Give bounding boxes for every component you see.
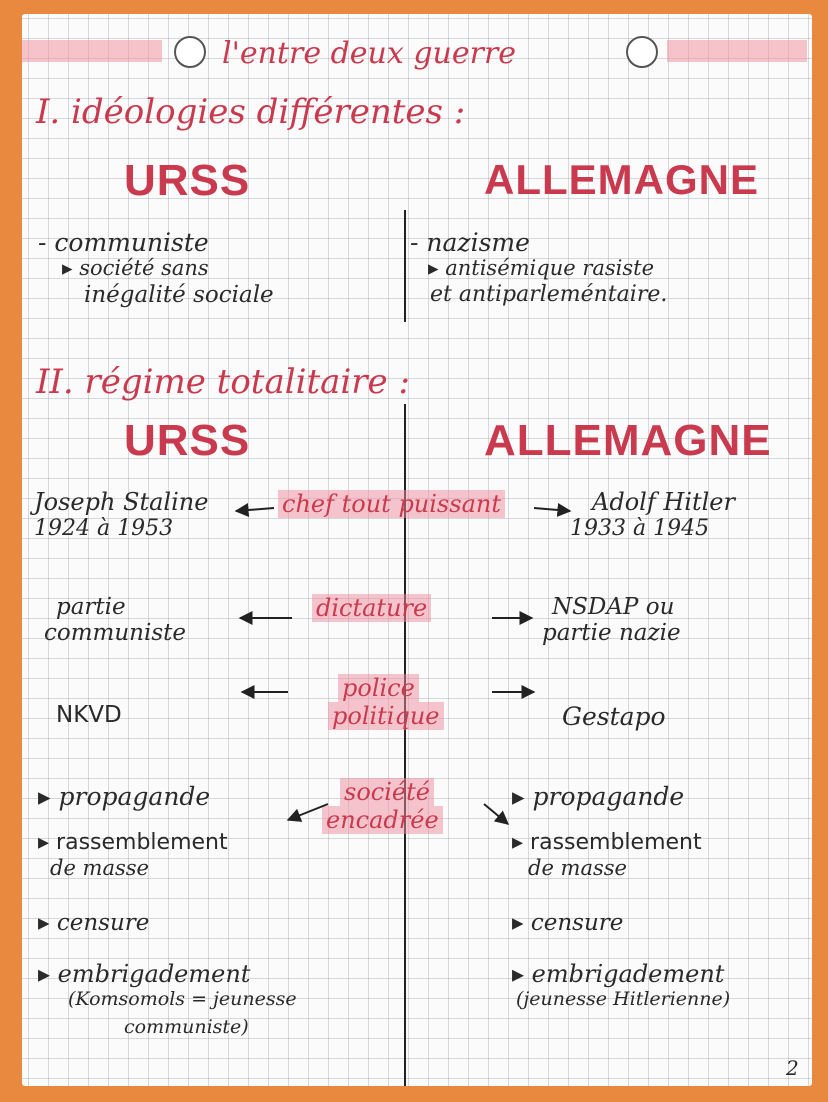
societe-center-line2: encadrée xyxy=(322,806,443,834)
chef-left-name: Joseph Staline xyxy=(34,488,209,516)
section1-left-line3: inégalité sociale xyxy=(84,282,274,308)
dictature-right1: NSDAP ou xyxy=(552,594,675,620)
arrow-chef-right xyxy=(533,502,572,517)
dictature-left2: communiste xyxy=(44,620,186,646)
police-center-line1: police xyxy=(338,674,419,702)
divider-line-top xyxy=(404,210,406,322)
punch-hole-left xyxy=(174,36,206,68)
section2-left-country: URSS xyxy=(124,416,251,465)
left-list-embrigadement-note1: (Komsomols = jeunesse xyxy=(68,988,297,1010)
left-list-propagande: ▸ propagande xyxy=(38,782,211,811)
dictature-center-label: dictature xyxy=(312,594,432,622)
divider-line-main xyxy=(404,404,406,1086)
section1-right-country: ALLEMAGNE xyxy=(484,156,759,203)
page-title: l'entre deux guerre xyxy=(222,36,517,71)
section1-heading: I. idéologies différentes : xyxy=(36,92,466,132)
arrow-societe-right xyxy=(483,803,510,825)
section1-right-line3: et antiparleméntaire. xyxy=(430,282,668,307)
right-list-embrigadement: ▸ embrigadement xyxy=(512,960,725,988)
section1-left-country: URSS xyxy=(124,156,251,205)
left-list-embrigadement-note2: communiste) xyxy=(124,1016,249,1038)
left-list-de-masse: de masse xyxy=(50,856,149,880)
section2-right-country: ALLEMAGNE xyxy=(484,416,772,465)
chef-left-dates: 1924 à 1953 xyxy=(34,516,174,541)
section2-heading: II. régime totalitaire : xyxy=(36,362,410,402)
punch-hole-right xyxy=(626,36,658,68)
left-list-embrigadement: ▸ embrigadement xyxy=(38,960,251,988)
police-center-line2: politique xyxy=(328,702,444,730)
societe-center-line1: société xyxy=(340,778,434,806)
section1-left-line2: ▸ société sans xyxy=(62,256,209,280)
left-list-rassemblement: ▸ rassemblement xyxy=(38,830,228,855)
note-card: l'entre deux guerre I. idéologies différ… xyxy=(22,14,812,1086)
page-number: 2 xyxy=(786,1056,799,1080)
highlight-strip-left xyxy=(22,40,162,62)
left-list-censure: ▸ censure xyxy=(38,910,150,936)
section1-left-line1: - communiste xyxy=(38,228,209,257)
arrow-chef-left xyxy=(234,503,275,517)
right-list-de-masse: de masse xyxy=(528,856,627,880)
highlight-strip-right xyxy=(667,40,807,62)
chef-center-label: chef tout puissant xyxy=(278,490,505,518)
right-list-rassemblement: ▸ rassemblement xyxy=(512,830,702,855)
right-list-embrigadement-note: (jeunesse Hitlerienne) xyxy=(516,988,731,1010)
chef-right-name: Adolf Hitler xyxy=(592,488,735,516)
arrow-societe-left xyxy=(286,803,329,822)
section1-right-line1: - nazisme xyxy=(410,228,530,257)
police-right: Gestapo xyxy=(562,702,666,731)
right-list-propagande: ▸ propagande xyxy=(512,782,685,811)
dictature-left1: partie xyxy=(56,594,126,620)
arrows-layer xyxy=(234,502,572,825)
chef-right-dates: 1933 à 1945 xyxy=(570,516,710,541)
dictature-right2: partie nazie xyxy=(542,620,681,646)
police-left: NKVD xyxy=(56,702,122,728)
right-list-censure: ▸ censure xyxy=(512,910,624,936)
section1-right-line2: ▸ antisémique rasiste xyxy=(428,256,655,280)
